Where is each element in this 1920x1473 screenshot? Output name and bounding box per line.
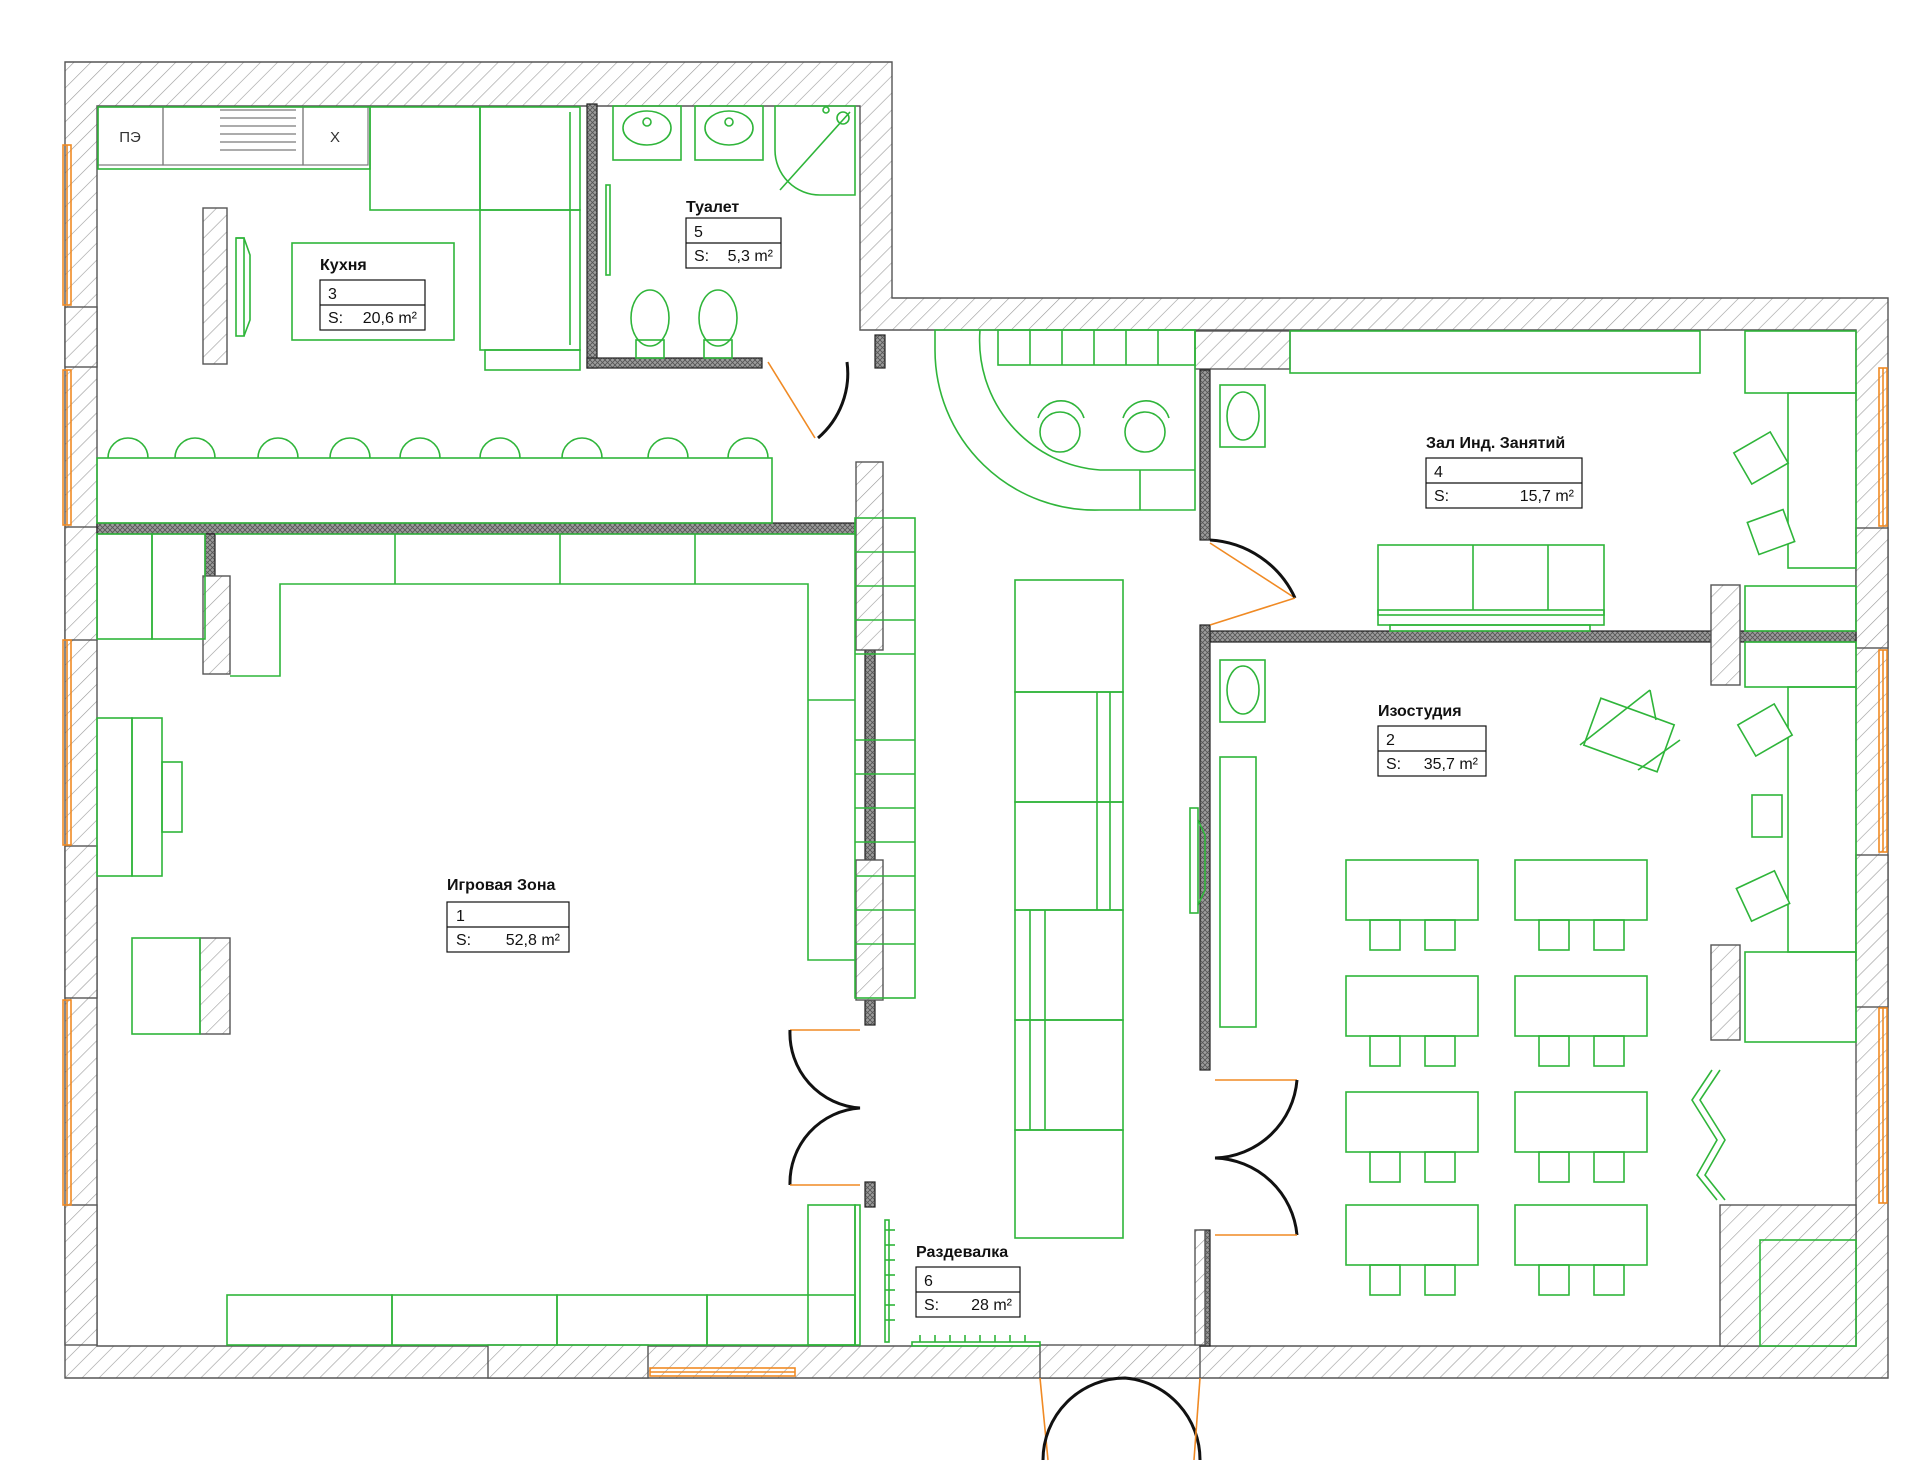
- room-area: 28 m²: [971, 1297, 1013, 1314]
- room-name: Раздевалка: [916, 1244, 1008, 1261]
- room-area: 5,3 m²: [728, 248, 774, 265]
- windows: [62, 144, 1888, 1377]
- room-number: 1: [456, 908, 465, 925]
- room-label-individual-hall: Зал Инд. Занятий 4 S: 15,7 m²: [1425, 435, 1583, 509]
- room-area: 35,7 m²: [1424, 756, 1479, 773]
- fridge-label: Х: [330, 129, 340, 146]
- room-area-label: S:: [924, 1297, 939, 1314]
- room-area: 15,7 m²: [1520, 488, 1575, 505]
- room-area-label: S:: [1434, 488, 1449, 505]
- corridor-furniture: [884, 329, 1196, 1347]
- individual-hall-furniture: [1219, 330, 1857, 632]
- stove-label: ПЭ: [119, 129, 141, 146]
- room-label-play-zone: Игровая Зона 1 S: 52,8 m²: [446, 877, 570, 953]
- room-area-label: S:: [1386, 756, 1401, 773]
- room-name: Изостудия: [1378, 703, 1462, 720]
- room-label-cloakroom: Раздевалка 6 S: 28 m²: [915, 1244, 1021, 1318]
- kitchen-furniture: ПЭ Х: [97, 106, 581, 371]
- play-zone-furniture: [96, 437, 916, 1346]
- room-number: 4: [1434, 464, 1443, 481]
- room-label-kitchen: Кухня 3 S: 20,6 m²: [319, 257, 426, 331]
- room-number: 2: [1386, 732, 1395, 749]
- room-name: Игровая Зона: [447, 877, 555, 894]
- room-area-label: S:: [328, 310, 343, 327]
- room-number: 5: [694, 224, 703, 241]
- room-area-label: S:: [456, 932, 471, 949]
- room-label-art-studio: Изостудия 2 S: 35,7 m²: [1377, 703, 1487, 777]
- room-name: Кухня: [320, 257, 367, 274]
- toilet-fixtures: [605, 105, 856, 359]
- room-area: 52,8 m²: [506, 932, 561, 949]
- room-number: 3: [328, 286, 337, 303]
- art-studio-furniture: [1189, 641, 1857, 1347]
- room-label-toilet: Туалет 5 S: 5,3 m²: [685, 199, 782, 269]
- room-area-label: S:: [694, 248, 709, 265]
- doors: [767, 361, 1299, 1461]
- room-name: Туалет: [686, 199, 739, 216]
- room-area: 20,6 m²: [363, 310, 418, 327]
- room-number: 6: [924, 1273, 933, 1290]
- room-name: Зал Инд. Занятий: [1426, 435, 1565, 452]
